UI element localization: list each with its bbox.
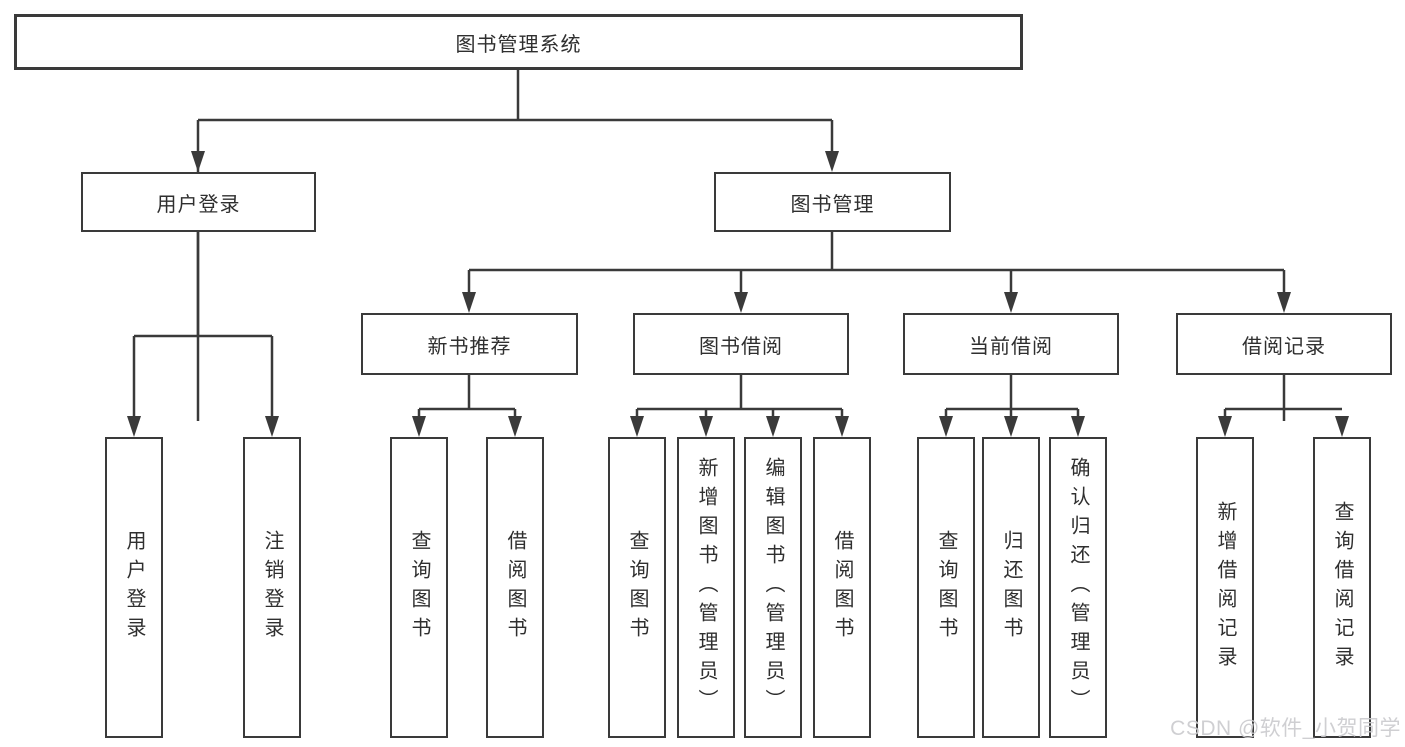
node-label: 借阅图书 [831, 529, 853, 646]
leaf-logout: 注销登录 [243, 437, 301, 738]
node-label: 借阅记录 [1242, 335, 1326, 358]
csdn-watermark: CSDN @软件_小贺同学 [1170, 717, 1401, 740]
node-label: 注销登录 [261, 529, 283, 646]
node-label: 图书管理系统 [455, 33, 582, 56]
leaf-add-books-admin: 新增图书（管理员） [677, 437, 735, 738]
node-label: 图书管理 [790, 193, 875, 216]
node-library-management-system: 图书管理系统 [14, 14, 1023, 70]
node-label: 归还图书 [1000, 529, 1022, 646]
node-label: 图书借阅 [699, 335, 783, 358]
leaf-borrow-books-2: 借阅图书 [813, 437, 871, 738]
node-user-login-branch: 用户登录 [81, 172, 316, 232]
leaf-query-books-3: 查询图书 [917, 437, 975, 738]
node-book-borrow: 图书借阅 [633, 313, 849, 375]
node-label: 确认归还（管理员） [1067, 457, 1089, 718]
node-label: 查询图书 [935, 529, 957, 646]
node-label: 当前借阅 [969, 335, 1053, 358]
leaf-user-login: 用户登录 [105, 437, 163, 738]
node-label: 新增图书（管理员） [695, 457, 717, 718]
leaf-add-borrow-record: 新增借阅记录 [1196, 437, 1254, 738]
node-label: 新增借阅记录 [1214, 500, 1236, 675]
node-label: 查询图书 [408, 529, 430, 646]
node-label: 新书推荐 [427, 335, 512, 358]
leaf-edit-books-admin: 编辑图书（管理员） [744, 437, 802, 738]
leaf-query-borrow-record: 查询借阅记录 [1313, 437, 1371, 738]
node-new-book-recommend: 新书推荐 [361, 313, 578, 375]
leaf-return-books: 归还图书 [982, 437, 1040, 738]
node-book-management-branch: 图书管理 [714, 172, 951, 232]
leaf-query-books-2: 查询图书 [608, 437, 666, 738]
node-borrow-records: 借阅记录 [1176, 313, 1392, 375]
leaf-borrow-books-1: 借阅图书 [486, 437, 544, 738]
node-label: 查询借阅记录 [1331, 500, 1353, 675]
node-label: 用户登录 [123, 529, 145, 646]
arrowhead-icons [127, 151, 1349, 437]
leaf-confirm-return-admin: 确认归还（管理员） [1049, 437, 1107, 738]
node-current-borrow: 当前借阅 [903, 313, 1119, 375]
node-label: 借阅图书 [504, 529, 526, 646]
leaf-query-books-1: 查询图书 [390, 437, 448, 738]
node-label: 编辑图书（管理员） [762, 457, 784, 718]
node-label: 用户登录 [156, 193, 241, 216]
node-label: 查询图书 [626, 529, 648, 646]
